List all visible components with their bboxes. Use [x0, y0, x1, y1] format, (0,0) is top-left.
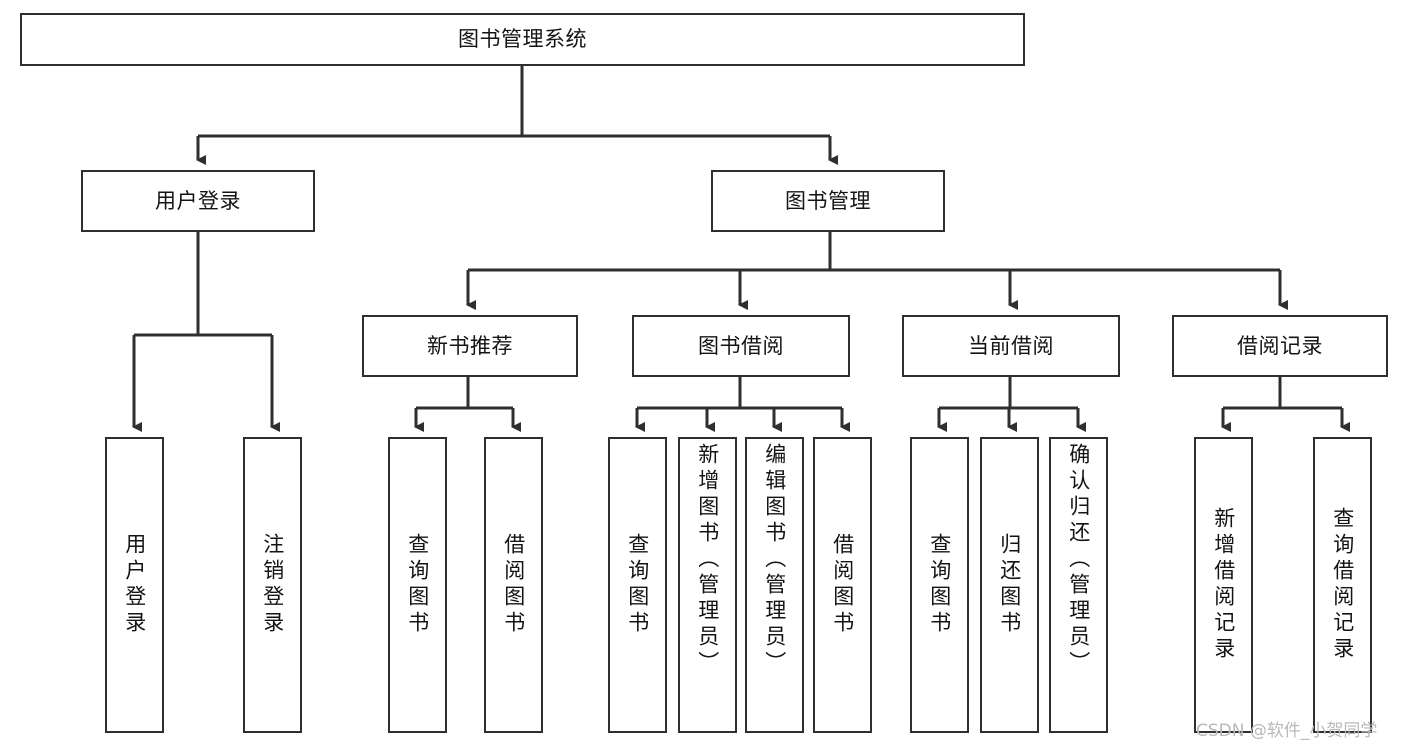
- node-root[interactable]: 图书管理系统: [20, 13, 1025, 66]
- node-leaf-query-book-recommend[interactable]: 查询图书: [388, 437, 447, 733]
- node-current-borrow[interactable]: 当前借阅: [902, 315, 1120, 377]
- node-leaf-add-book-admin-label: 新增图书（管理员）: [695, 443, 720, 677]
- node-new-book-recommend-label: 新书推荐: [427, 333, 513, 358]
- node-current-borrow-label: 当前借阅: [968, 333, 1054, 358]
- node-book-borrow[interactable]: 图书借阅: [632, 315, 850, 377]
- node-leaf-confirm-return-admin-label: 确认归还（管理员）: [1066, 443, 1091, 677]
- node-leaf-add-book-admin[interactable]: 新增图书（管理员）: [678, 437, 737, 733]
- node-leaf-borrow-book-recommend[interactable]: 借阅图书: [484, 437, 543, 733]
- node-leaf-confirm-return-admin[interactable]: 确认归还（管理员）: [1049, 437, 1108, 733]
- node-leaf-add-borrow-record-label: 新增借阅记录: [1211, 507, 1236, 663]
- node-leaf-query-book-current[interactable]: 查询图书: [910, 437, 969, 733]
- node-leaf-query-book-current-label: 查询图书: [927, 533, 952, 637]
- node-new-book-recommend[interactable]: 新书推荐: [362, 315, 578, 377]
- node-leaf-edit-book-admin[interactable]: 编辑图书（管理员）: [745, 437, 804, 733]
- node-leaf-add-borrow-record[interactable]: 新增借阅记录: [1194, 437, 1253, 733]
- node-leaf-borrow-book-recommend-label: 借阅图书: [501, 533, 526, 637]
- node-borrow-records-label: 借阅记录: [1237, 333, 1323, 358]
- node-leaf-query-borrow-record-label: 查询借阅记录: [1330, 507, 1355, 663]
- node-leaf-query-book-borrow-label: 查询图书: [625, 533, 650, 637]
- node-leaf-query-borrow-record[interactable]: 查询借阅记录: [1313, 437, 1372, 733]
- node-leaf-return-book-label: 归还图书: [997, 533, 1022, 637]
- node-leaf-user-login[interactable]: 用户登录: [105, 437, 164, 733]
- node-leaf-logout-login-label: 注销登录: [260, 533, 285, 637]
- node-leaf-return-book[interactable]: 归还图书: [980, 437, 1039, 733]
- node-leaf-edit-book-admin-label: 编辑图书（管理员）: [762, 443, 787, 677]
- node-leaf-borrow-book-label: 借阅图书: [830, 533, 855, 637]
- node-user-login-label: 用户登录: [155, 188, 241, 213]
- node-book-management[interactable]: 图书管理: [711, 170, 945, 232]
- node-borrow-records[interactable]: 借阅记录: [1172, 315, 1388, 377]
- node-leaf-logout-login[interactable]: 注销登录: [243, 437, 302, 733]
- node-user-login[interactable]: 用户登录: [81, 170, 315, 232]
- node-leaf-borrow-book[interactable]: 借阅图书: [813, 437, 872, 733]
- node-leaf-query-book-recommend-label: 查询图书: [405, 533, 430, 637]
- node-book-borrow-label: 图书借阅: [698, 333, 784, 358]
- node-root-label: 图书管理系统: [458, 27, 587, 52]
- csdn-watermark: CSDN @软件_小贺同学: [1196, 721, 1378, 741]
- node-leaf-user-login-label: 用户登录: [122, 533, 147, 637]
- node-leaf-query-book-borrow[interactable]: 查询图书: [608, 437, 667, 733]
- node-book-management-label: 图书管理: [785, 188, 871, 213]
